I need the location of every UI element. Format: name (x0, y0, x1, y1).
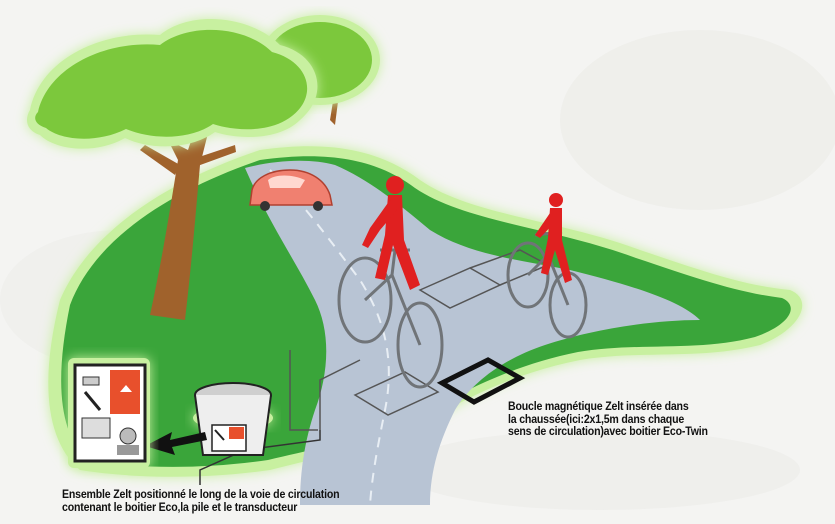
enclosure-caption-line2: contenant le boitier Eco,la pile et le t… (62, 502, 339, 515)
zelt-enclosure-icon (193, 383, 273, 455)
loop-caption-line2: la chaussée(ici:2x1,5m dans chaque (508, 414, 708, 427)
loop-caption-line1: Boucle magnétique Zelt insérée dans (508, 401, 708, 414)
enclosure-caption-line1: Ensemble Zelt positionné le long de la v… (62, 489, 339, 502)
enclosure-caption: Ensemble Zelt positionné le long de la v… (62, 489, 339, 514)
loop-caption-line3: sens de circulation)avec boitier Eco-Twi… (508, 426, 708, 439)
loop-caption: Boucle magnétique Zelt insérée dans la c… (508, 401, 708, 439)
eco-counter-device-icon (68, 358, 150, 468)
